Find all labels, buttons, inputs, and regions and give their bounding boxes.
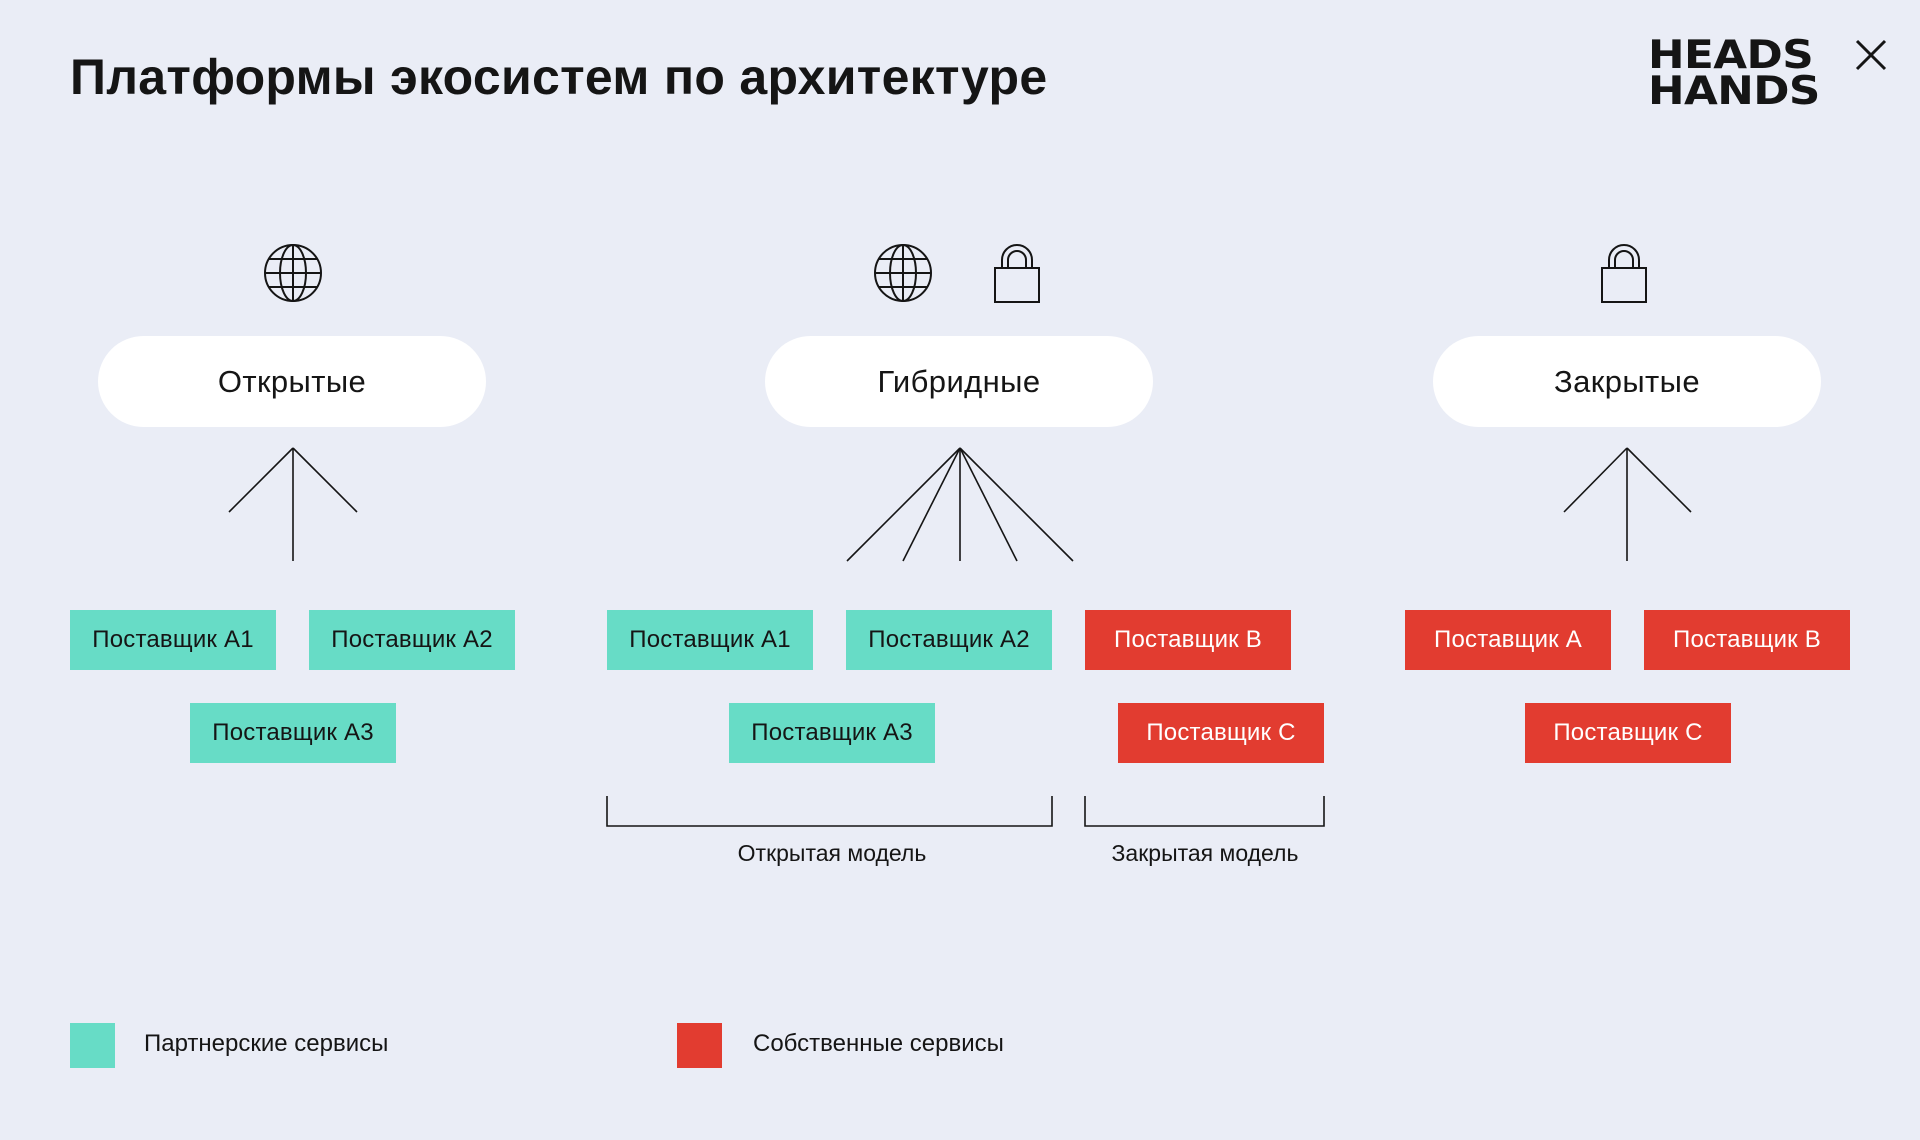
- supplier-box-own: Поставщик С: [1118, 703, 1324, 763]
- lock-icon: [1601, 244, 1647, 303]
- supplier-box-partner: Поставщик А2: [846, 610, 1052, 670]
- hybrid-connector: [846, 447, 1074, 562]
- page-title: Платформы экосистем по архитектуре: [70, 49, 1048, 105]
- legend-label-partner: Партнерские сервисы: [144, 1030, 389, 1057]
- supplier-box-partner: Поставщик А1: [607, 610, 813, 670]
- open-connector: [228, 447, 358, 561]
- category-open: Открытые: [98, 336, 486, 427]
- open-model-caption: Открытая модель: [737, 840, 927, 866]
- legend-swatch-partner: [70, 1023, 115, 1068]
- category-hybrid: Гибридные: [765, 336, 1153, 427]
- globe-icon: [264, 244, 322, 302]
- logo-line-1: HEADS: [1648, 33, 1814, 78]
- supplier-box-partner: Поставщик А3: [729, 703, 935, 763]
- supplier-box-partner: Поставщик А1: [70, 610, 276, 670]
- legend-swatch-own: [677, 1023, 722, 1068]
- supplier-box-own: Поставщик В: [1085, 610, 1291, 670]
- globe-icon: [874, 244, 932, 302]
- logo-x-icon: [1855, 39, 1887, 71]
- supplier-box-own: Поставщик С: [1525, 703, 1731, 763]
- supplier-box-own: Поставщик В: [1644, 610, 1850, 670]
- legend-label-own: Собственные сервисы: [753, 1030, 1004, 1057]
- closed-model-caption: Закрытая модель: [1111, 840, 1299, 866]
- supplier-box-partner: Поставщик А3: [190, 703, 396, 763]
- supplier-box-partner: Поставщик А2: [309, 610, 515, 670]
- closed-model-bracket: [1084, 796, 1325, 827]
- closed-connector: [1563, 447, 1692, 561]
- lock-icon: [994, 244, 1040, 303]
- category-closed: Закрытые: [1433, 336, 1821, 427]
- logo-line-2: HANDS: [1648, 69, 1820, 114]
- open-model-bracket: [606, 796, 1053, 827]
- headsandhands-logo: HEADS HANDS: [1648, 33, 1887, 114]
- supplier-box-own: Поставщик А: [1405, 610, 1611, 670]
